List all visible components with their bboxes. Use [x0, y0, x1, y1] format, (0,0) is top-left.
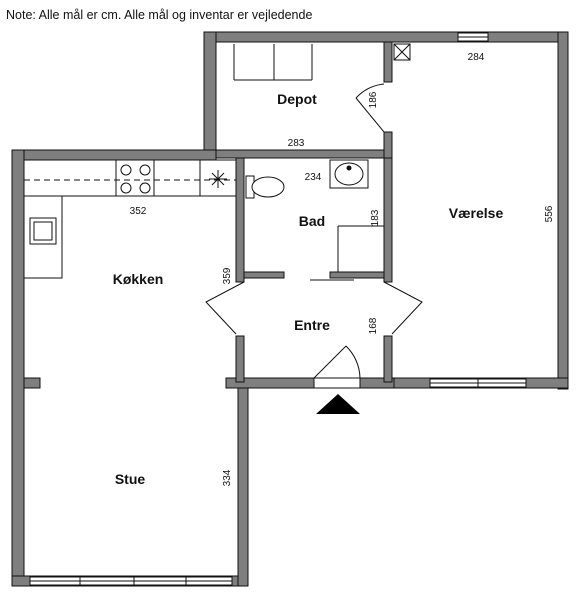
windows: [29, 32, 527, 586]
depot-shelves: [233, 44, 313, 81]
room-label-vaerelse: Værelse: [449, 205, 504, 221]
dim-vaerelse-height: 556: [544, 205, 555, 222]
kitchen-sink-icon: [29, 217, 57, 245]
dim-koekken-height: 359: [222, 267, 233, 284]
dim-entre-height: 168: [368, 317, 379, 334]
entrance-arrow-icon: [316, 394, 360, 414]
walls: [11, 31, 569, 587]
dim-bad-width: 234: [305, 172, 322, 183]
room-label-entre: Entre: [294, 317, 330, 333]
vent-box-icon: [393, 43, 411, 61]
entry-door: [313, 345, 361, 389]
dim-depot-width: 283: [288, 138, 305, 149]
kitchen-counter: [23, 159, 237, 279]
dim-bad-height: 183: [370, 209, 381, 226]
room-label-bad: Bad: [299, 213, 325, 229]
dim-stue-height: 334: [222, 469, 233, 486]
room-label-koekken: Køkken: [113, 271, 164, 287]
shower: [337, 225, 384, 272]
room-label-stue: Stue: [115, 471, 146, 487]
room-label-depot: Depot: [277, 91, 317, 107]
depot-door: [355, 83, 385, 133]
dim-koekken-width: 352: [130, 206, 147, 217]
dim-vaerelse-top: 284: [468, 52, 485, 63]
plan-note: Note: Alle mål er cm. Alle mål og invent…: [6, 8, 313, 22]
bathroom-sink-icon: [329, 159, 369, 189]
dim-depot-door: 186: [368, 91, 379, 108]
star-icon: [209, 170, 227, 188]
entre-doors: [205, 279, 423, 335]
toilet-icon: [245, 175, 285, 199]
